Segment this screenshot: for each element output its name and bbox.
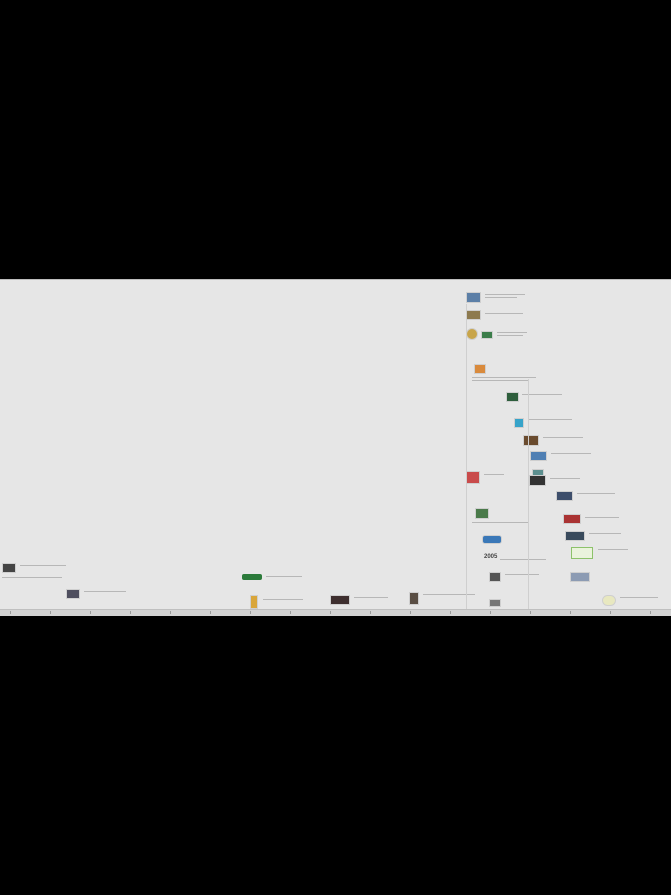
event-thumbnail[interactable] xyxy=(475,508,489,519)
timeline-canvas[interactable]: 2005 xyxy=(0,279,671,616)
event-thumbnail[interactable] xyxy=(474,364,486,374)
timeline-axis[interactable] xyxy=(0,609,671,616)
event-thumbnail[interactable] xyxy=(514,418,524,428)
axis-tick xyxy=(450,611,451,614)
axis-tick xyxy=(530,611,531,614)
event-text xyxy=(598,549,628,550)
axis-tick xyxy=(570,611,571,614)
event-thumbnail[interactable] xyxy=(570,572,590,582)
event-thumbnail[interactable] xyxy=(523,435,539,446)
axis-tick xyxy=(170,611,171,614)
event-text xyxy=(263,599,303,600)
event-thumbnail[interactable] xyxy=(556,491,573,501)
event-text xyxy=(485,297,517,298)
event-thumbnail[interactable] xyxy=(481,331,493,339)
event-text xyxy=(589,533,621,534)
event-thumbnail[interactable] xyxy=(530,451,547,461)
axis-tick xyxy=(130,611,131,614)
event-text xyxy=(20,565,66,566)
axis-tick xyxy=(610,611,611,614)
event-text xyxy=(84,591,126,592)
event-text xyxy=(485,313,523,314)
axis-tick xyxy=(50,611,51,614)
axis-tick xyxy=(250,611,251,614)
green-logo xyxy=(242,574,262,580)
event-text xyxy=(2,577,62,578)
event-text xyxy=(505,574,539,575)
event-thumbnail[interactable] xyxy=(250,595,258,609)
axis-tick xyxy=(650,611,651,614)
event-thumbnail[interactable] xyxy=(565,531,585,541)
event-thumbnail[interactable] xyxy=(466,310,481,320)
event-thumbnail[interactable] xyxy=(489,599,501,607)
event-thumbnail[interactable] xyxy=(2,563,16,573)
timeline-connector xyxy=(466,304,467,609)
event-thumbnail[interactable] xyxy=(466,471,480,484)
event-text xyxy=(577,493,615,494)
event-text xyxy=(500,559,546,560)
timeline-connector xyxy=(528,379,529,609)
axis-tick xyxy=(10,611,11,614)
event-thumbnail[interactable] xyxy=(529,475,546,486)
axis-tick xyxy=(330,611,331,614)
axis-tick xyxy=(210,611,211,614)
event-text xyxy=(485,294,525,295)
event-text xyxy=(543,437,583,438)
event-thumbnail[interactable] xyxy=(482,535,502,544)
event-text xyxy=(484,474,504,475)
event-text xyxy=(585,517,619,518)
event-text xyxy=(620,597,658,598)
event-text xyxy=(522,394,562,395)
axis-tick xyxy=(410,611,411,614)
event-thumbnail[interactable] xyxy=(506,392,519,402)
event-text xyxy=(551,453,591,454)
event-text xyxy=(472,377,536,378)
event-text xyxy=(423,594,475,595)
event-text xyxy=(528,419,572,420)
event-thumbnail[interactable] xyxy=(409,592,419,605)
event-thumbnail[interactable] xyxy=(489,572,501,582)
axis-tick xyxy=(490,611,491,614)
event-text xyxy=(472,380,528,381)
event-thumbnail[interactable] xyxy=(66,589,80,599)
event-thumbnail[interactable] xyxy=(571,547,593,559)
year-logo: 2005 xyxy=(484,554,498,560)
axis-tick xyxy=(290,611,291,614)
event-thumbnail[interactable] xyxy=(466,328,478,340)
event-thumbnail[interactable] xyxy=(330,595,350,605)
event-thumbnail[interactable] xyxy=(466,292,481,303)
event-text xyxy=(550,478,580,479)
event-text xyxy=(266,576,302,577)
event-thumbnail[interactable] xyxy=(563,514,581,524)
event-text xyxy=(497,332,527,333)
event-thumbnail[interactable] xyxy=(602,595,616,606)
event-text xyxy=(497,335,523,336)
axis-tick xyxy=(90,611,91,614)
canvas-top-border xyxy=(0,279,671,280)
event-text xyxy=(472,522,528,523)
axis-tick xyxy=(370,611,371,614)
event-text xyxy=(354,597,388,598)
